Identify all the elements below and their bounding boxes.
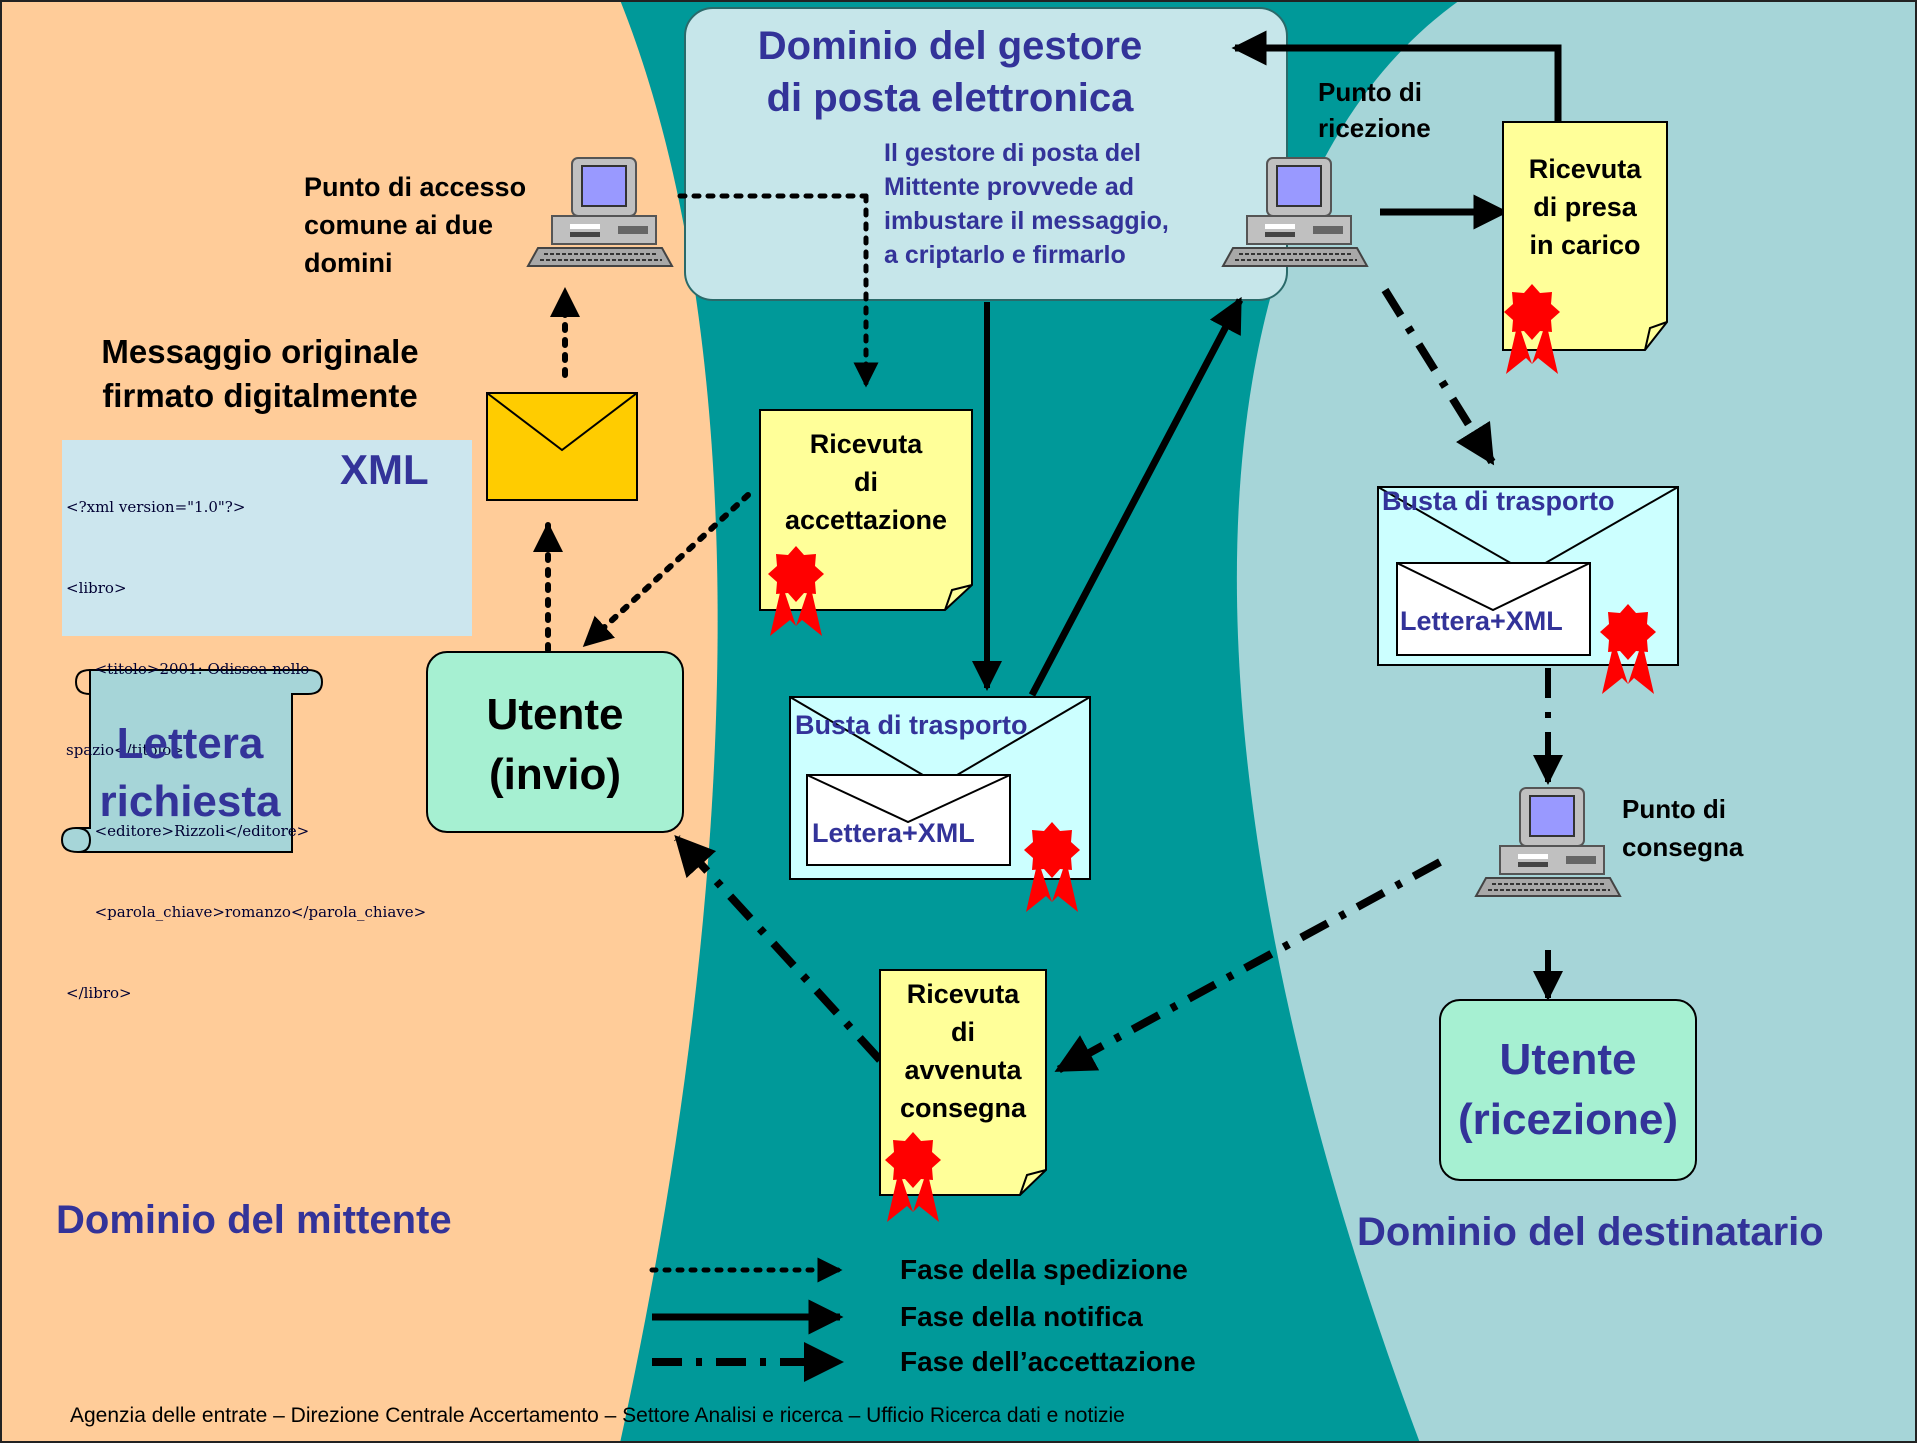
recipient-user-label: Utente (ricezione) [1440,1030,1696,1150]
reception-point-label: Punto di ricezione [1318,74,1431,146]
taken-charge-line-2: di presa [1533,192,1637,222]
flow-dashdot-delivery-to-receipt [1054,858,1442,1074]
access-point-line-2: comune ai due [304,210,494,240]
reception-point-line-1: Punto di [1318,77,1422,107]
delivered-line-3: avvenuta [904,1055,1022,1085]
scroll-line-2: richiesta [99,777,281,826]
delivery-point-line-2: consegna [1622,832,1744,862]
xml-box [62,440,472,636]
provider-note-line-2: Mittente provvede ad [884,173,1135,201]
envelope-recipient-title: Busta di trasporto [1382,486,1615,516]
provider-note: Il gestore di posta del Mittente provved… [884,136,1169,272]
xml-line-7: </libro> [66,984,132,1002]
delivered-receipt [879,969,1047,1196]
recipient-domain-label: Dominio del destinatario [1357,1210,1824,1254]
scroll-icon [60,669,324,853]
delivered-line-4: consegna [899,1093,1027,1123]
xml-line-4: spazio</titolo> [66,741,184,759]
mail-envelope-icon [486,392,638,501]
flow-solid-envelope-to-reception [1028,296,1244,697]
scroll-line-1: Lettera [116,719,264,768]
footer-text: Agenzia delle entrate – Direzione Centra… [70,1404,1125,1427]
xml-line-3: <titolo>2001: Odissea nello [66,660,310,678]
delivered-line-2: di [951,1017,975,1047]
xml-line-5: <editore>Rizzoli</editore> [66,822,310,840]
legend-dashdot-label: Fase dell’accettazione [900,1346,1196,1377]
delivery-point-label: Punto di consegna [1622,790,1743,866]
provider-domain-box [684,7,1288,301]
flow-solid-receipt-to-provider [1231,30,1562,122]
provider-title-line-2: di posta elettronica [766,76,1134,120]
delivery-point-line-1: Punto di [1622,794,1726,824]
xml-code: <?xml version="1.0"?> <libro> <titolo>20… [66,440,426,1034]
acceptance-receipt-text: Ricevuta di accettazione [760,425,972,539]
sender-user-label: Utente (invio) [427,685,683,805]
xml-line-6: <parola_chiave>romanzo</parola_chiave> [66,903,427,921]
provider-domain-title: Dominio del gestore di posta elettronica [700,20,1200,124]
sender-domain-label: Dominio del mittente [56,1198,452,1242]
original-message-line-2: firmato digitalmente [102,377,418,414]
xml-line-2: <libro> [66,579,127,597]
access-point-label: Punto di accesso comune ai due domini [304,168,526,282]
sender-user-line-1: Utente [486,690,624,739]
taken-charge-line-1: Ricevuta [1528,154,1642,184]
scroll-text: Lettera richiesta [80,715,300,831]
recipient-user-box [1439,999,1697,1181]
recipient-domain-bg [1236,0,1917,1443]
xml-tag: XML [340,446,429,493]
legend-dotted-label: Fase della spedizione [900,1254,1188,1285]
provider-note-line-1: Il gestore di posta del [884,139,1141,167]
xml-line-1: <?xml version="1.0"?> [66,498,246,516]
flow-dotted-acceptance-to-user [582,492,751,648]
delivered-receipt-text: Ricevuta di avvenuta consegna [880,975,1046,1127]
sender-user-box [426,651,684,833]
envelope-provider-title: Busta di trasporto [795,710,1028,740]
delivered-line-1: Ricevuta [906,979,1020,1009]
sender-domain-bg [0,0,718,1443]
original-message-label: Messaggio originale firmato digitalmente [70,330,450,418]
access-point-line-1: Punto di accesso [304,172,527,202]
access-point-line-3: domini [304,248,393,278]
recipient-user-line-1: Utente [1499,1035,1637,1084]
envelope-recipient-inner: Lettera+XML [1400,606,1563,636]
envelope-provider-inner: Lettera+XML [812,818,975,848]
taken-charge-line-3: in carico [1529,230,1641,260]
taken-charge-receipt-text: Ricevuta di presa in carico [1503,150,1667,264]
acceptance-line-2: di [854,467,878,497]
recipient-user-line-2: (ricezione) [1457,1095,1679,1144]
flow-dashdot-receipt-to-user [674,835,883,1063]
provider-note-line-3: imbustare il messaggio, [884,207,1169,235]
reception-point-line-2: ricezione [1318,113,1431,143]
acceptance-line-3: accettazione [784,505,948,535]
provider-title-line-1: Dominio del gestore [757,24,1143,68]
acceptance-line-1: Ricevuta [809,429,923,459]
provider-note-line-4: a criptarlo e firmarlo [884,241,1126,269]
legend-solid-label: Fase della notifica [900,1301,1143,1332]
original-message-line-1: Messaggio originale [101,333,419,370]
sender-user-line-2: (invio) [489,750,621,799]
